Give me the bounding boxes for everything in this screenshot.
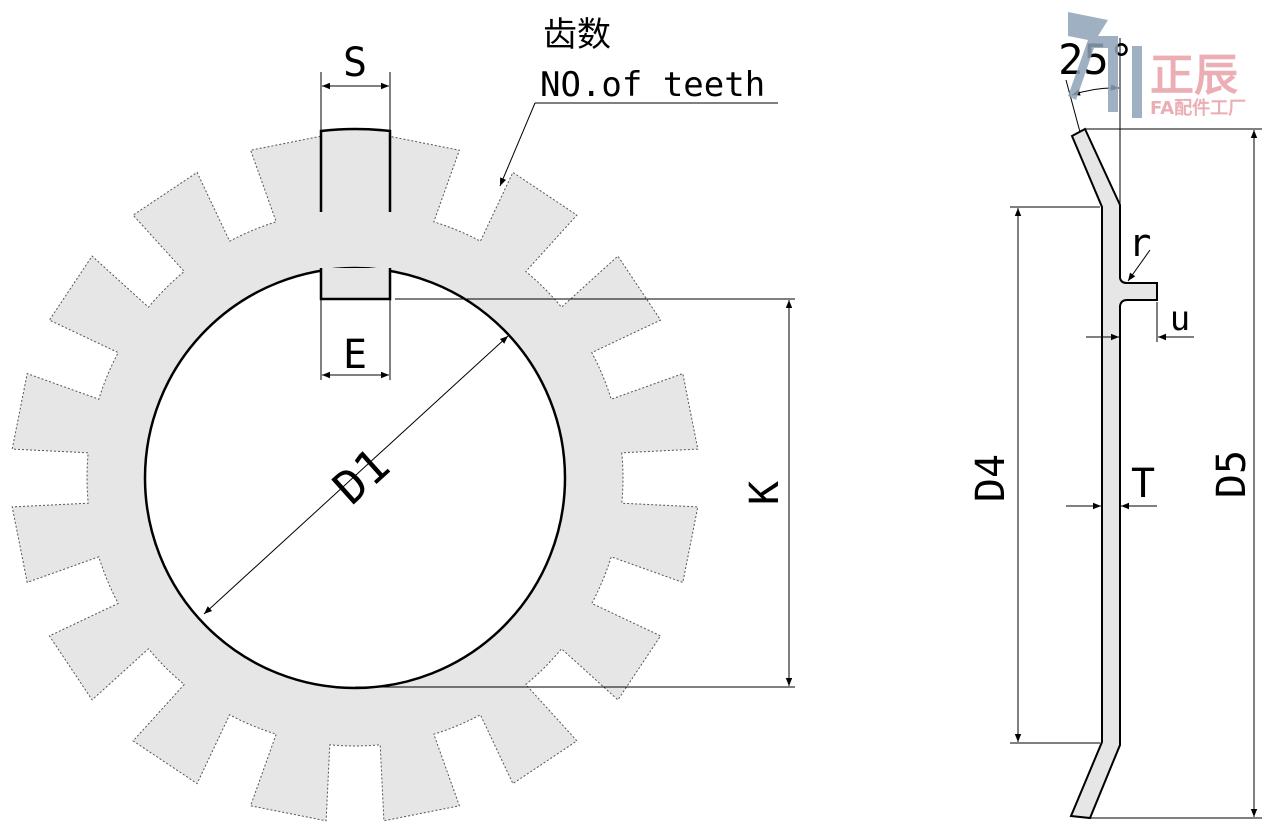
label-d4: D4 [968,454,1014,502]
side-profile [1069,127,1158,820]
label-k: K [742,481,788,505]
teeth-callout: 齿数 NO.of teeth [499,15,778,187]
top-tab [319,127,392,212]
label-teeth-cn: 齿数 [543,15,611,55]
watermark-sub: FA配件工厂 [1150,97,1246,119]
label-r: r [1129,221,1152,265]
front-view: S E D1 K 齿数 NO.of teeth [11,15,795,822]
dim-k: K [355,298,795,688]
label-teeth-en: NO.of teeth [540,65,765,105]
logo-mark [1068,12,1118,112]
dim-d4: D4 [968,206,1100,744]
label-s: S [343,40,367,86]
dim-r: r [1127,221,1152,282]
label-e: E [343,332,367,378]
dim-u: u [1086,299,1194,342]
inner-tab [319,268,392,301]
logo-bar [1132,46,1142,118]
side-view: D4 D5 T u r [968,35,1262,820]
watermark-name: 正辰 [1150,50,1238,101]
dim-t: T [1066,461,1157,510]
label-t: T [1131,461,1155,507]
label-d5: D5 [1209,450,1255,498]
dim-d5: D5 [1085,128,1262,819]
watermark-logo: 正辰 FA配件工厂 [1068,12,1246,119]
dim-s: S [320,40,391,130]
label-u: u [1170,299,1190,339]
